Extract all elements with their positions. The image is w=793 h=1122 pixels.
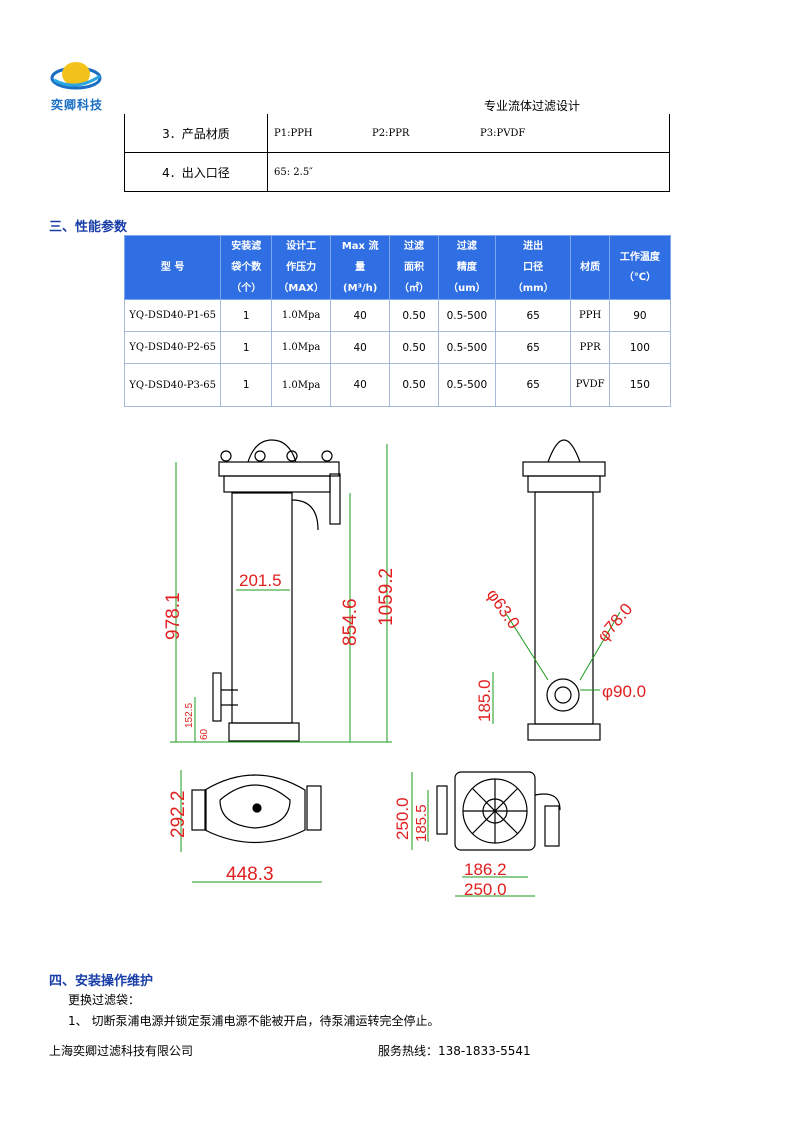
table-cell: 0.5-500 xyxy=(437,331,496,364)
table-cell: 0.5-500 xyxy=(437,363,496,407)
table-cell: 150 xyxy=(608,363,672,407)
spec-table: 3．产品材质 P1:PPH P2:PPR P3:PVDF 4．出入口径 65: 2.… xyxy=(124,114,670,192)
spec-label: 3．产品材质 xyxy=(124,114,268,153)
section-title: 四、安装操作维护 xyxy=(49,974,154,989)
top-view-dimensions xyxy=(180,770,322,883)
dimension-label: φ63.0 xyxy=(483,585,524,632)
column-header: 进出口径（mm） xyxy=(494,235,572,300)
table-cell: 0.50 xyxy=(389,363,439,407)
spec-label: 4．出入口径 xyxy=(124,152,268,192)
dimension-label: φ78.0 xyxy=(594,600,637,646)
table-cell: 1.0Mpa xyxy=(271,299,332,332)
table-cell: PVDF xyxy=(570,363,610,407)
table-cell: 65 xyxy=(494,331,572,364)
bottom-view xyxy=(436,771,561,851)
column-header: Max 流量(M³/h) xyxy=(330,235,391,300)
hotline-label: 服务热线： xyxy=(378,1044,439,1058)
table-cell: 40 xyxy=(330,331,391,364)
spec-value: 65: 2.5″ xyxy=(267,152,670,192)
performance-table: 型 号 安装滤袋个数（个） 设计工作压力（MAX） Max 流量(M³/h) 过… xyxy=(123,235,672,407)
dimension-label: 854.6 xyxy=(340,598,361,646)
dimension-label: 186.2 xyxy=(464,860,507,879)
front-view xyxy=(212,439,341,742)
table-cell: 1 xyxy=(220,331,273,364)
dimension-label: 185.5 xyxy=(413,804,430,842)
table-cell: 0.50 xyxy=(389,331,439,364)
table-cell: 65 xyxy=(494,299,572,332)
column-header: 型 号 xyxy=(123,235,222,300)
instruction-line: 更换过滤袋： xyxy=(68,993,141,1007)
table-cell: PPH xyxy=(570,299,610,332)
dimension-label: φ90.0 xyxy=(602,682,646,701)
spec-value: P3:PVDF xyxy=(480,127,526,139)
table-cell: YQ-DSD40-P1-65 xyxy=(123,299,222,332)
spec-value: P2:PPR xyxy=(372,127,410,139)
front-view-dimensions xyxy=(170,444,392,743)
dimension-label: 978.1 xyxy=(163,592,184,640)
table-cell: YQ-DSD40-P3-65 xyxy=(123,363,222,407)
dimension-label: 185.0 xyxy=(475,679,494,722)
section-title: 三、性能参数 xyxy=(49,220,128,235)
table-cell: 1 xyxy=(220,363,273,407)
dimension-label: 60 xyxy=(199,728,210,740)
side-view-dimensions xyxy=(492,611,621,724)
spec-value: P1:PPH xyxy=(274,127,313,139)
technical-drawing: 201.5 978.1 854.6 1059.2 152.5 60 φ63.0 … xyxy=(163,439,646,899)
table-cell: 1.0Mpa xyxy=(271,363,332,407)
column-header: 安装滤袋个数（个） xyxy=(220,235,273,300)
top-view xyxy=(191,774,322,843)
table-header-row: 型 号 安装滤袋个数（个） 设计工作压力（MAX） Max 流量(M³/h) 过… xyxy=(123,235,672,300)
table-cell: 0.50 xyxy=(389,299,439,332)
dimension-label: 201.5 xyxy=(239,571,282,590)
table-cell: 40 xyxy=(330,299,391,332)
company-logo xyxy=(50,62,102,90)
table-cell: 1.0Mpa xyxy=(271,331,332,364)
table-cell: 100 xyxy=(608,331,672,364)
company-logo-text: 奕卿科技 xyxy=(51,98,104,112)
table-cell: 1 xyxy=(220,299,273,332)
table-row: 4．出入口径 65: 2.5″ xyxy=(124,152,670,192)
column-header: 工作温度（℃） xyxy=(608,235,672,300)
table-cell: 90 xyxy=(608,299,672,332)
dimension-label: 250.0 xyxy=(464,880,507,899)
bottom-view-dimensions xyxy=(411,772,535,897)
dimension-label: 250.0 xyxy=(393,797,412,840)
column-header: 材质 xyxy=(570,235,610,300)
footer-hotline: 服务热线：138-1833-5541 xyxy=(378,1042,531,1059)
table-cell: 40 xyxy=(330,363,391,407)
dimension-label: 292.2 xyxy=(168,790,189,838)
dimension-label: 448.3 xyxy=(226,864,274,885)
hotline-number: 138-1833-5541 xyxy=(438,1044,531,1058)
column-header: 设计工作压力（MAX） xyxy=(271,235,332,300)
table-cell: YQ-DSD40-P2-65 xyxy=(123,331,222,364)
column-header: 过滤面积（㎡） xyxy=(389,235,439,300)
footer-company: 上海奕卿过滤科技有限公司 xyxy=(49,1044,194,1058)
table-row: 3．产品材质 P1:PPH P2:PPR P3:PVDF xyxy=(124,114,670,153)
dimension-label: 152.5 xyxy=(184,703,195,728)
instruction-line: 1、 切断泵浦电源并锁定泵浦电源不能被开启，待泵浦运转完全停止。 xyxy=(68,1014,440,1028)
dimension-label: 1059.2 xyxy=(376,568,397,626)
table-cell: 0.5-500 xyxy=(437,299,496,332)
column-header: 过滤精度（um） xyxy=(437,235,496,300)
side-view xyxy=(522,439,606,741)
header-subtitle: 专业流体过滤设计 xyxy=(484,99,581,113)
table-cell: PPR xyxy=(570,331,610,364)
table-cell: 65 xyxy=(494,363,572,407)
